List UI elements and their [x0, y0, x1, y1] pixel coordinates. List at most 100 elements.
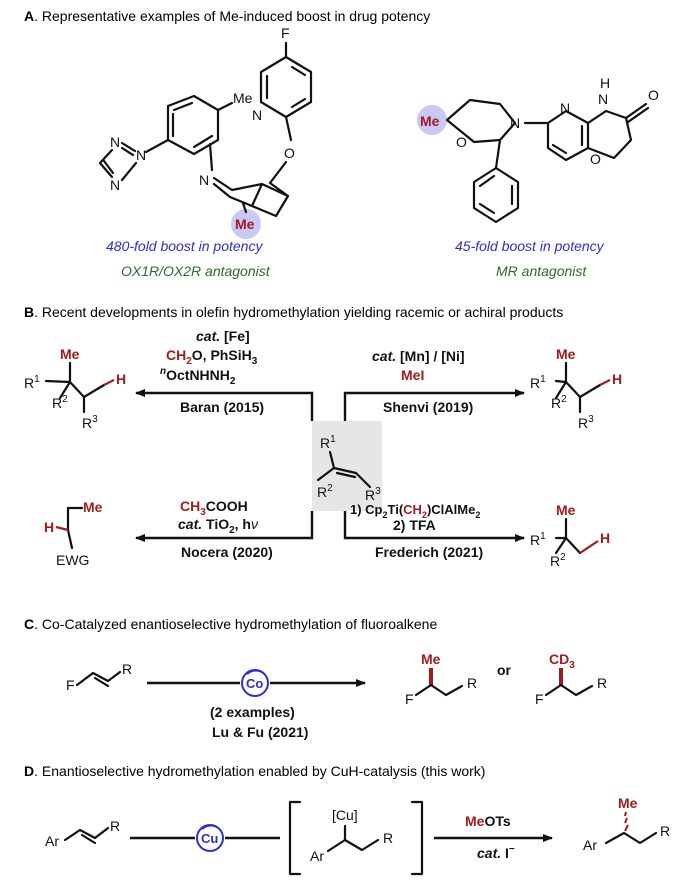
aryl-n-bond	[208, 142, 214, 172]
shenvi-name: Shenvi (2019)	[383, 399, 473, 415]
d-product-hash-bond	[624, 811, 629, 832]
section-b-heading: B. Recent developments in olefin hydrome…	[24, 304, 563, 320]
shenvi-product-r3: R3	[578, 414, 594, 431]
d-intermediate-cu: [Cu]	[332, 807, 358, 823]
section-d: D. Enantioselective hydromethylation ena…	[24, 763, 670, 876]
oxazine-o-label: O	[590, 151, 601, 167]
section-c-letter: C	[24, 616, 34, 632]
methyl-label-left: Me	[235, 216, 255, 232]
shenvi-catalyst: cat. [Mn] / [Ni]	[372, 348, 465, 364]
nocera-product-methyl: Me	[83, 499, 103, 515]
triazole-ring	[98, 141, 138, 182]
baran-name: Baran (2015)	[180, 399, 264, 415]
d-intermediate-bonds	[326, 824, 380, 853]
frederich-product-h: H	[600, 530, 610, 546]
d-styrene-bonds	[63, 826, 110, 845]
c-product1-bonds	[414, 683, 464, 697]
nocera-arrow	[135, 511, 314, 542]
d-bracket-left	[288, 800, 302, 876]
d-intermediate-r: R	[383, 830, 393, 846]
shenvi-product-h: H	[612, 371, 622, 387]
shenvi-product-methyl: Me	[556, 346, 576, 362]
phenyl-bond	[494, 138, 502, 170]
c-product2-bonds	[544, 683, 594, 697]
co-cycle-arc-icon	[246, 669, 263, 675]
frederich-product-methyl: Me	[556, 502, 576, 518]
c-product1-r: R	[467, 675, 477, 691]
left-boost-label: 480-fold boost in potency	[106, 238, 263, 254]
c-product-me: Me F R	[405, 651, 477, 707]
baran-product-r3: R3	[82, 414, 98, 431]
frederich-product-bonds	[554, 517, 582, 555]
left-drug-structure: F N O Me N Me N N N 480-fold boost in po…	[98, 25, 313, 279]
left-target-label: OX1R/OX2R antagonist	[121, 263, 271, 279]
pyridine-n-label: N	[252, 107, 262, 123]
baran-catalyst: cat. [Fe]	[196, 328, 250, 344]
co-catalyst-label: Co	[246, 676, 263, 691]
oxazinone-ring	[586, 109, 633, 160]
frederich-h-bond	[579, 540, 599, 554]
piperidine-n-label: N	[199, 172, 209, 188]
nocera-reagent: CH3COOH	[180, 498, 248, 518]
center-r3-label: R3	[365, 486, 381, 503]
nocera-product-h: H	[44, 519, 54, 535]
pyridine-double-bonds	[551, 124, 584, 155]
d-sm-r: R	[110, 818, 120, 834]
fluorine-label: F	[281, 25, 290, 41]
nocera-product-ewg: EWG	[56, 552, 89, 568]
methyl-label-right: Me	[420, 113, 440, 129]
c-product1-f: F	[405, 691, 414, 707]
shenvi-reagent: MeI	[401, 367, 424, 383]
fluoropyridine-ring	[259, 55, 313, 119]
cu-cycle-arc-icon	[201, 824, 218, 830]
center-r1-label: R1	[320, 434, 336, 451]
section-a: A. Representative examples of Me-induced…	[24, 8, 659, 279]
section-c: C. Co-Catalyzed enantioselective hydrome…	[24, 616, 607, 740]
frederich-product-r2: R2	[550, 552, 566, 569]
me-wedge	[241, 201, 248, 214]
section-a-heading: A. Representative examples of Me-induced…	[24, 8, 430, 24]
fluoropyridine-double-bonds	[265, 65, 307, 109]
right-drug-structure: Me O N N N H O O 45-fold boost in potenc…	[417, 75, 659, 279]
fluoroalkene-bonds	[75, 670, 122, 688]
shenvi-arrow	[343, 389, 525, 421]
o-ch2-bond	[268, 160, 288, 185]
frederich-step1: 1) Cp2Ti(CH2)ClAlMe2	[350, 502, 480, 520]
baran-product-bonds	[44, 361, 106, 414]
nocera-name: Nocera (2020)	[181, 544, 273, 560]
py-o-bond	[284, 115, 293, 142]
frederich-name: Frederich (2021)	[375, 544, 483, 560]
section-b-title: . Recent developments in olefin hydromet…	[34, 304, 563, 320]
d-product-methyl: Me	[618, 795, 638, 811]
section-c-heading: C. Co-Catalyzed enantioselective hydrome…	[24, 616, 437, 632]
aryl-me-bond	[216, 101, 234, 112]
section-a-letter: A	[24, 8, 34, 24]
baran-product-methyl: Me	[60, 346, 80, 362]
phenyl-ring	[472, 166, 520, 224]
baran-product-r2: R2	[52, 394, 68, 411]
frederich-step2: 2) TFA	[393, 517, 436, 533]
d-reagent: MeOTs	[465, 813, 511, 829]
section-d-heading: D. Enantioselective hydromethylation ena…	[24, 763, 485, 779]
baran-product-h: H	[116, 371, 126, 387]
section-c-title: . Co-Catalyzed enantioselective hydromet…	[34, 616, 437, 632]
baran-reagent1: CH2O, PhSiH3	[166, 347, 258, 367]
c-product2-cd3: CD3	[549, 651, 575, 671]
product-baran: Me H R1 R2 R3	[24, 346, 126, 431]
methyl-highlight-left	[231, 209, 261, 239]
fluoroalkene-f-label: F	[66, 677, 75, 693]
lactam-h-label: H	[600, 75, 610, 91]
aryl-triazole-bond	[144, 138, 170, 154]
carbonyl-bond	[624, 102, 650, 124]
product-nocera: Me H EWG	[44, 499, 103, 568]
section-a-title: . Representative examples of Me-induced …	[34, 8, 430, 24]
morpholine-n-label: N	[510, 115, 520, 131]
d-product-bonds	[604, 831, 658, 845]
triazole-n3-label: N	[110, 177, 120, 193]
pyridine-n-label-right: N	[560, 100, 570, 116]
baran-h-bond	[103, 379, 115, 386]
d-bracket-right	[410, 800, 424, 876]
c-product1-methyl: Me	[421, 651, 441, 667]
triazole-n1-label: N	[110, 134, 120, 150]
